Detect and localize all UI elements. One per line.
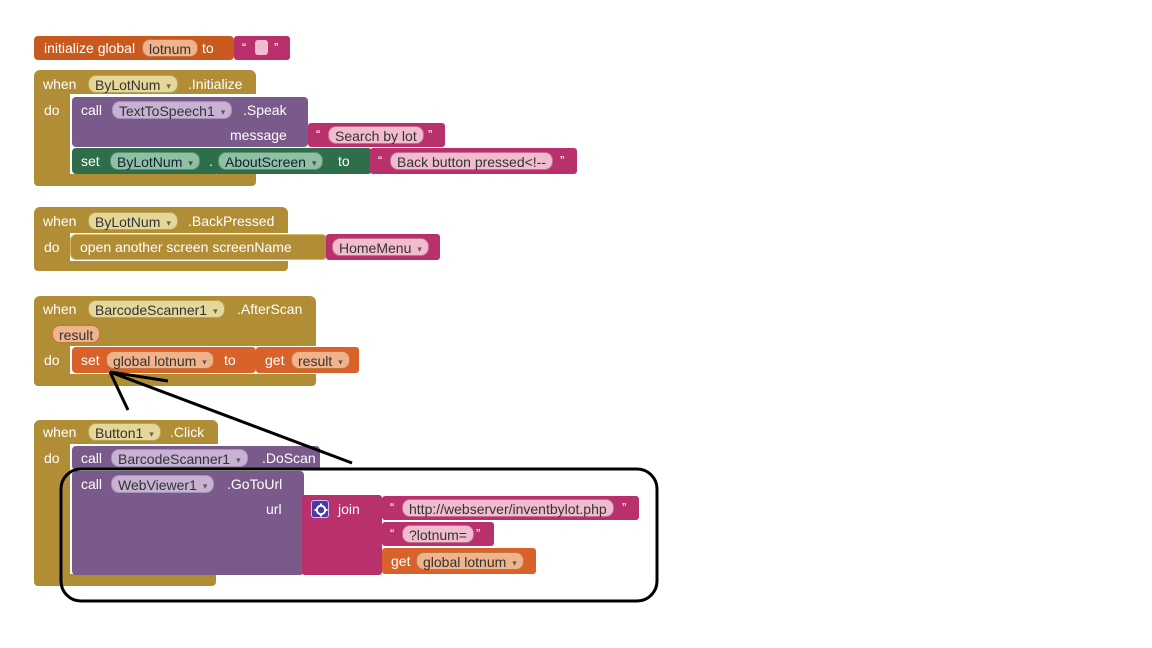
close-quote: ” <box>274 40 279 55</box>
url-text-field[interactable]: http://webserver/inventbylot.php <box>402 499 614 517</box>
gotourl-method-label: .GoToUrl <box>227 476 283 492</box>
component-bylotnum-dropdown[interactable]: ByLotNum <box>88 75 178 93</box>
when-label: when <box>43 424 77 440</box>
open-another-screen-label: open another screen screenName <box>80 239 292 255</box>
url-param-label: url <box>266 501 282 517</box>
open-quote: “ <box>390 500 395 515</box>
url-text-block[interactable]: “ http://webserver/inventbylot.php ” <box>382 496 639 520</box>
gear-icon[interactable] <box>311 500 329 518</box>
component-button1-dropdown[interactable]: Button1 <box>88 423 161 441</box>
empty-text-field[interactable] <box>255 40 268 55</box>
open-quote: “ <box>390 526 395 541</box>
event-footer <box>34 374 316 386</box>
event-footer <box>34 174 256 186</box>
call-label: call <box>81 102 103 118</box>
call-label: call <box>81 450 103 466</box>
homemenu-dropdown[interactable]: HomeMenu <box>332 238 429 256</box>
call-label: call <box>81 476 103 492</box>
init-var-name[interactable]: lotnum <box>142 39 199 57</box>
to-label: to <box>224 352 236 368</box>
close-quote: ” <box>622 500 627 515</box>
speak-method-label: .Speak <box>243 102 287 118</box>
to-label: to <box>338 153 350 169</box>
open-quote: “ <box>378 153 383 168</box>
message-text-block[interactable]: “ Search by lot ” <box>308 123 445 147</box>
about-text-field[interactable]: Back button pressed<!-- <box>390 152 554 170</box>
do-label: do <box>44 239 60 255</box>
open-quote: “ <box>242 40 247 55</box>
event-body-left <box>34 94 70 174</box>
lotnum-param-text-block[interactable]: “ ?lotnum= ” <box>382 522 494 546</box>
component-bylotnum-dropdown[interactable]: ByLotNum <box>88 212 178 230</box>
screen-name-block[interactable]: HomeMenu <box>326 234 440 260</box>
do-label: do <box>44 102 60 118</box>
message-param-label: message <box>230 127 287 143</box>
get-result-dropdown[interactable]: result <box>291 351 350 369</box>
when-label: when <box>43 213 77 229</box>
variable-dropdown[interactable]: global lotnum <box>106 351 214 369</box>
do-label: do <box>44 450 60 466</box>
open-quote: “ <box>316 127 321 142</box>
close-quote: ” <box>560 153 565 168</box>
get-lotnum-dropdown[interactable]: global lotnum <box>416 552 524 570</box>
join-label: join <box>338 501 360 517</box>
get-label: get <box>391 553 411 569</box>
init-global-block[interactable]: initialize global lotnum to <box>34 36 234 60</box>
event-afterscan-label: .AfterScan <box>237 301 303 317</box>
get-label: get <box>265 352 285 368</box>
close-quote: ” <box>428 127 433 142</box>
set-component-dropdown[interactable]: ByLotNum <box>110 152 200 170</box>
scanner-component-dropdown[interactable]: BarcodeScanner1 <box>111 449 248 467</box>
event-body-left <box>34 233 70 261</box>
close-quote: ” <box>476 526 481 541</box>
event-click-label: .Click <box>170 424 205 440</box>
message-text-field[interactable]: Search by lot <box>328 126 424 144</box>
tts-component-dropdown[interactable]: TextToSpeech1 <box>112 101 233 119</box>
event-footer <box>34 574 216 586</box>
event-footer <box>34 261 288 271</box>
webviewer-component-dropdown[interactable]: WebViewer1 <box>111 475 215 493</box>
event-backpressed-label: .BackPressed <box>188 213 275 229</box>
set-label: set <box>81 153 100 169</box>
init-global-label: initialize global <box>44 40 136 56</box>
when-label: when <box>43 301 77 317</box>
open-another-screen-block[interactable] <box>70 234 328 260</box>
event-body-left <box>34 346 70 376</box>
dot-separator: . <box>209 153 213 169</box>
init-to-label: to <box>202 40 214 56</box>
doscan-method-label: .DoScan <box>262 450 316 466</box>
component-barcodescanner-dropdown[interactable]: BarcodeScanner1 <box>88 300 225 318</box>
do-label: do <box>44 352 60 368</box>
param-result[interactable]: result <box>52 325 101 343</box>
about-text-block[interactable]: “ Back button pressed<!-- ” <box>370 148 577 174</box>
event-initialize-label: .Initialize <box>188 76 243 92</box>
property-dropdown[interactable]: AboutScreen <box>218 152 324 170</box>
lotnum-param-text-field[interactable]: ?lotnum= <box>402 525 474 543</box>
init-empty-text-block[interactable]: “ ” <box>234 36 290 60</box>
when-label: when <box>43 76 77 92</box>
set-label: set <box>81 352 100 368</box>
